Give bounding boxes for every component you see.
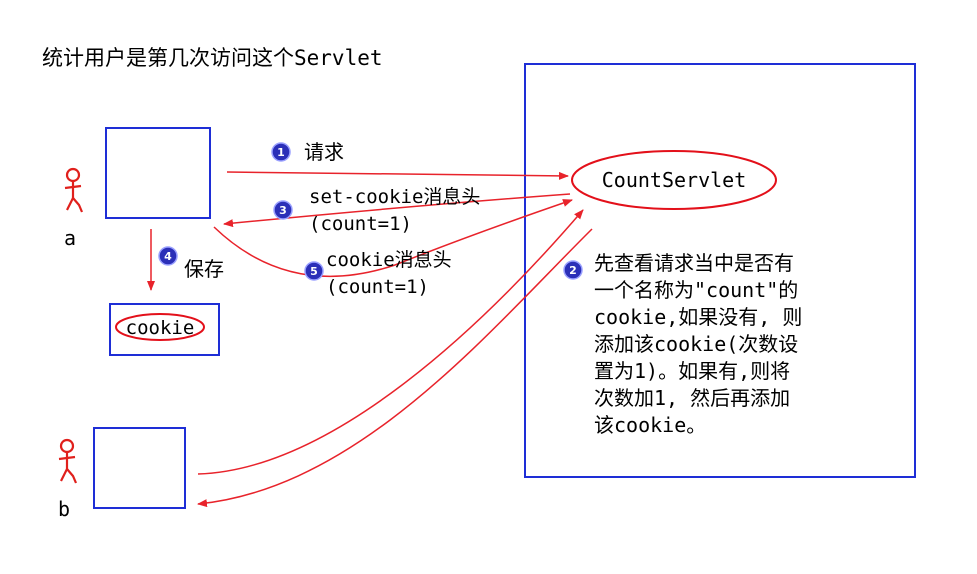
step-3-number: 3 [279,204,287,217]
step-4-number: 4 [164,250,172,263]
step-5-label: cookie消息头 [326,249,452,271]
server-box [524,63,916,478]
client-b-box [93,427,186,509]
step-4-label: 保存 [184,257,224,281]
step-1-badge: 1 [271,142,291,162]
server-to-b-arrow [197,228,593,508]
step-3-badge: 3 [273,200,293,220]
diagram-title: 统计用户是第几次访问这个Servlet [42,46,383,70]
client-b-label: b [58,497,71,521]
stored-cookie-label: cookie [126,317,195,339]
step-3-sub: (count=1) [309,213,412,235]
step-5-sub: (count=1) [326,276,429,298]
cookie-header-arrow [213,199,573,278]
set-cookie-arrow [223,193,571,228]
cookie-ellipse [115,313,205,341]
step-1-label: 请求 [304,140,344,164]
person-a-icon [64,167,84,213]
servlet-ellipse [571,150,777,210]
step-2-badge: 2 [563,260,583,280]
client-b-request-arrow [197,209,584,475]
step-4-badge: 4 [158,246,178,266]
step-5-number: 5 [310,265,318,278]
step-2-number: 2 [569,264,577,277]
request-arrow [226,171,569,180]
servlet-name: CountServlet [602,168,747,192]
client-a-label: a [64,226,77,250]
client-a-box [105,127,211,219]
step-1-number: 1 [277,146,285,159]
person-b-icon [58,438,78,484]
step-5-badge: 5 [304,261,324,281]
servlet-logic-description: 先查看请求当中是否有 一个名称为"count"的 cookie,如果没有, 则 … [594,251,803,437]
step-3-label: set-cookie消息头 [309,186,480,208]
